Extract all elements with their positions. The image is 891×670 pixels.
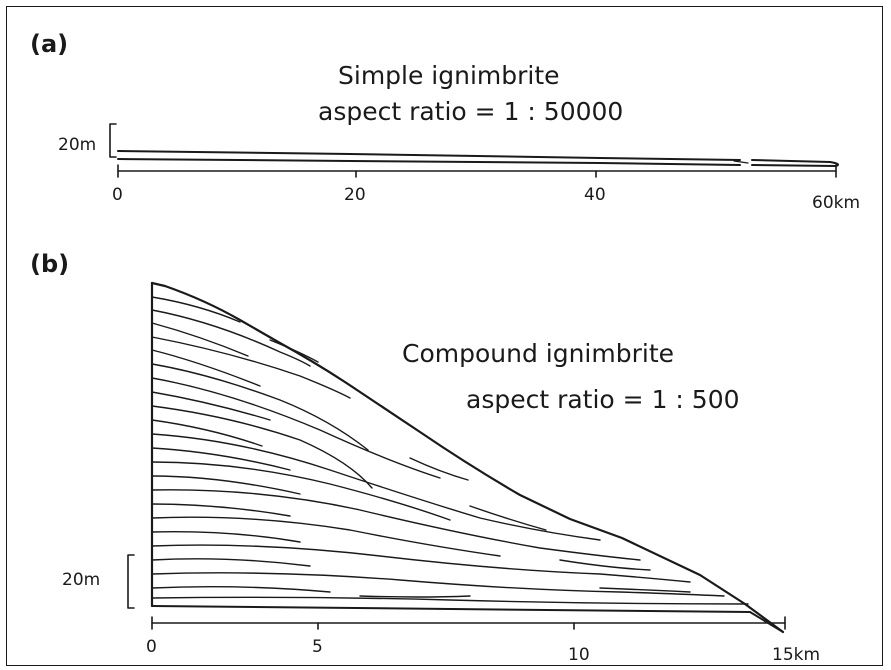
panel-b-tick-10: 10 [568, 645, 590, 665]
panel-a-tick-20: 20 [344, 185, 366, 205]
panel-a-title-line2: aspect ratio = 1 : 50000 [318, 97, 623, 126]
panel-a-axis [117, 164, 837, 178]
panel-b-axis [151, 616, 786, 630]
compound-ignimbrite-wedge [150, 281, 785, 634]
panel-a-tick-40: 40 [584, 185, 606, 205]
panel-b-title-line1: Compound ignimbrite [402, 339, 674, 368]
panel-b-scale-bar [127, 554, 135, 609]
panel-b-tick-5: 5 [312, 637, 323, 657]
panel-b-tick-0: 0 [146, 637, 157, 657]
panel-a-label: (a) [30, 30, 68, 58]
panel-b-tick-15km: 15km [772, 645, 820, 665]
figure-frame [6, 6, 883, 666]
panel-b-label: (b) [30, 250, 69, 278]
panel-a-scale-bar [109, 123, 117, 158]
panel-a-scale-label: 20m [58, 135, 96, 155]
panel-a-title-line1: Simple ignimbrite [338, 61, 560, 90]
simple-ignimbrite-sheet [117, 150, 839, 167]
panel-a-tick-60km: 60km [812, 193, 860, 213]
panel-b-scale-label: 20m [62, 570, 100, 590]
panel-b-title-line2: aspect ratio = 1 : 500 [466, 385, 740, 414]
panel-a-tick-0: 0 [112, 185, 123, 205]
